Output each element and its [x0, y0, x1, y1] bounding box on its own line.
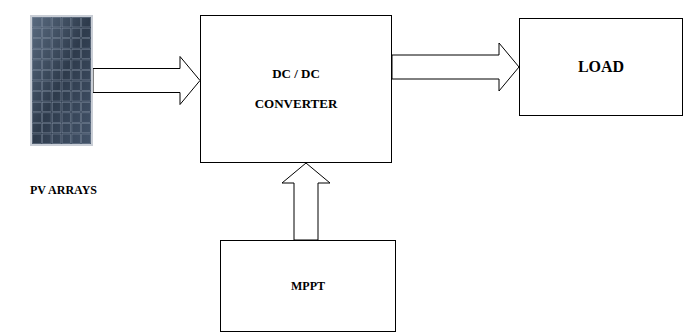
- box-label: MPPT: [291, 279, 325, 294]
- block-arrow: [392, 43, 519, 91]
- pv-panel: PV ARRAYS: [30, 15, 93, 146]
- block-arrow: [282, 163, 330, 240]
- box-label: DC / DC CONVERTER: [241, 59, 351, 119]
- process-box: DC / DC CONVERTER: [200, 15, 392, 163]
- solar-panel-illustration: [30, 15, 93, 146]
- block-arrow: [93, 57, 200, 105]
- box-label: LOAD: [578, 58, 624, 76]
- process-box: LOAD: [519, 18, 683, 116]
- process-box: MPPT: [220, 240, 396, 332]
- panel-label: PV ARRAYS: [30, 183, 97, 198]
